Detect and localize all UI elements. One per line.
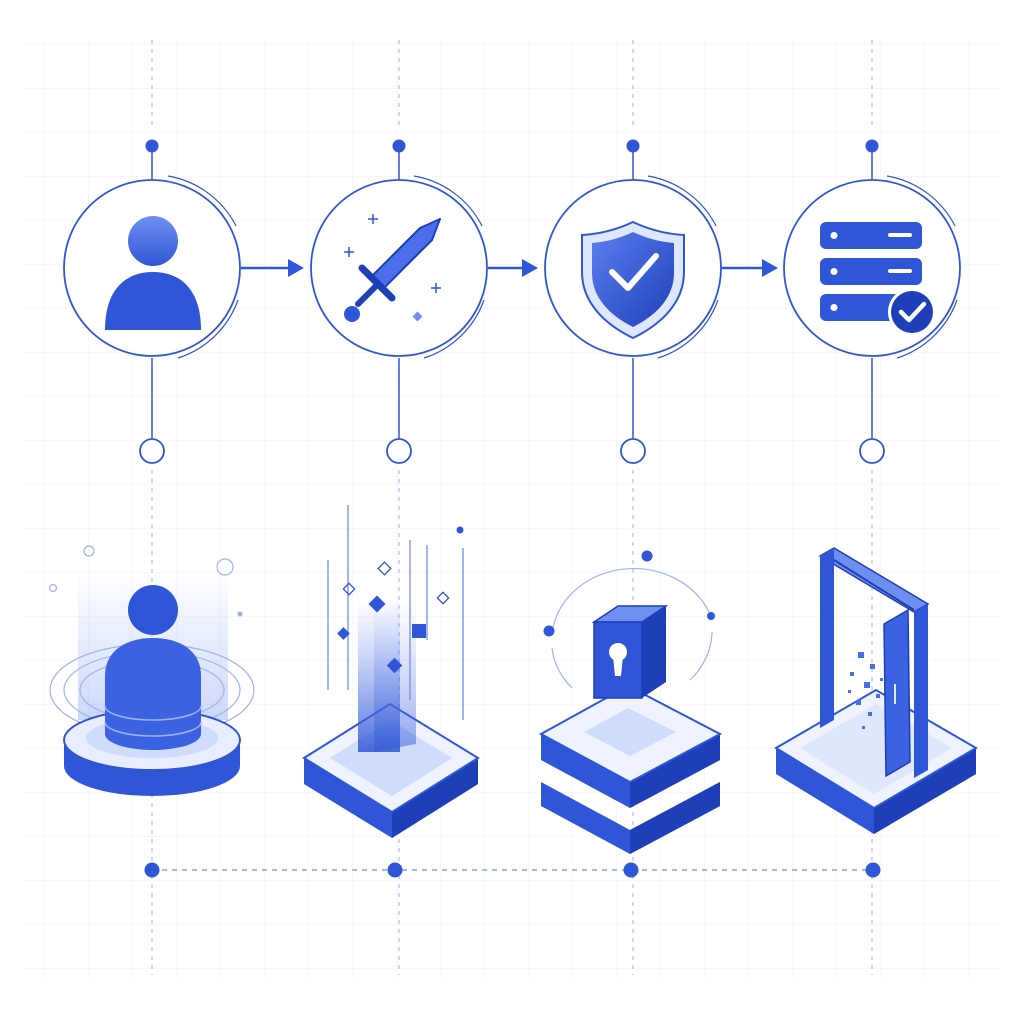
floating-bubbles [48,545,243,617]
arrow-2 [488,259,538,277]
scene-locked-cube-platform [538,550,723,854]
flow-arrows [241,259,778,277]
scene-user-on-platform [48,545,255,796]
step-1-user-circle [63,175,241,359]
shield-check-icon [581,220,685,340]
step-4-server-circle [783,175,961,359]
step-2-sword-circle [310,175,488,359]
top-dots [145,139,879,153]
step-3-shield-circle [544,175,722,359]
pixel-particles [848,652,883,729]
hollow-nodes [139,438,885,464]
scene-data-beam-platform [302,505,480,838]
door-frame [818,547,930,778]
bottom-timeline [144,862,881,878]
scene-open-door-platform [774,547,978,834]
arrow-3 [722,259,778,277]
lock-cube-icon [591,605,669,699]
data-outlines [342,561,450,605]
sparkle-marks [344,214,441,322]
user-icon [105,216,201,330]
sword-icon [344,218,441,322]
beam-lines [327,505,464,720]
orbit-ring [551,568,713,689]
arrow-1 [241,259,304,277]
door-panel [883,608,911,778]
check-badge-icon [888,288,936,336]
server-stack-icon [820,222,922,321]
